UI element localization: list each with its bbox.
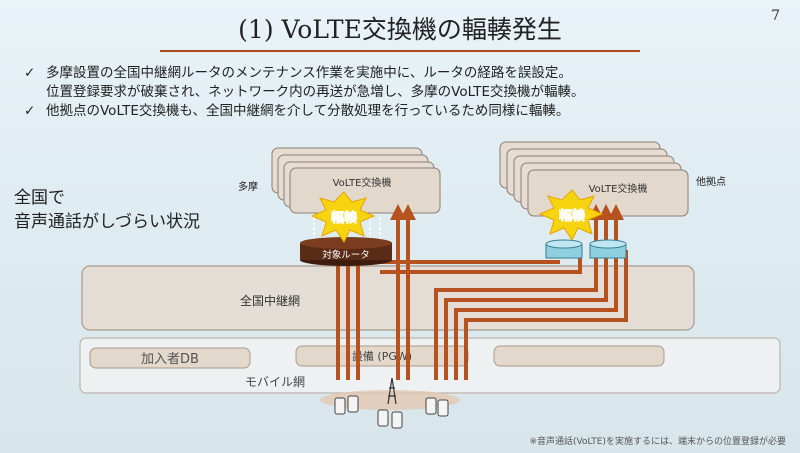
bullet-2-line-1: 他拠点のVoLTE交換機も、全国中継網を介して分散処理を行っているため同様に輻輳… — [46, 103, 570, 119]
slide-title: (1) VoLTE交換機の輻輳発生 — [238, 15, 562, 44]
bullet-list: ✓ 多摩設置の全国中継網ルータのメンテナンス作業を実施中に、ルータの経路を誤設定… — [24, 64, 585, 121]
mobile-device-box — [493, 345, 665, 367]
other-site-label: 他拠点 — [696, 175, 726, 188]
other-volte-label: VoLTE交換機 — [589, 182, 648, 195]
phone-icons — [334, 395, 449, 429]
bullet-item-2: ✓ 他拠点のVoLTE交換機も、全国中継網を介して分散処理を行っているため同様に… — [24, 102, 585, 121]
tama-label: 多摩 — [238, 180, 258, 193]
router-label: 対象ルータ — [322, 249, 370, 261]
burst-icon-other — [538, 189, 604, 241]
subscriber-db-label: 加入者DB — [141, 352, 199, 367]
check-icon: ✓ — [24, 103, 36, 119]
mobile-network-label: モバイル網 — [245, 375, 305, 389]
other-routers — [545, 239, 627, 259]
tama-volte-label: VoLTE交換機 — [333, 176, 392, 189]
burst-icon-tama — [310, 191, 376, 243]
burst-label-tama: 輻輳 — [331, 210, 358, 226]
target-router — [300, 237, 392, 266]
impact-note-line-2: 音声通話がしづらい状況 — [14, 212, 200, 232]
antenna-icon — [387, 377, 397, 405]
bullet-1-line-2: 位置登録要求が破棄され、ネットワーク内の再送が急増し、多摩のVoLTE交換機が輻… — [46, 84, 585, 100]
backbone-label: 全国中継網 — [240, 293, 300, 308]
impact-note-line-1: 全国で — [14, 188, 65, 208]
check-icon: ✓ — [24, 65, 36, 81]
burst-label-other: 輻輳 — [559, 208, 586, 224]
impact-note: 全国で 音声通話がしづらい状況 — [14, 186, 200, 234]
bullet-1-line-1: 多摩設置の全国中継網ルータのメンテナンス作業を実施中に、ルータの経路を誤設定。 — [46, 65, 572, 81]
backbone-box — [81, 265, 695, 331]
title-underline — [160, 50, 640, 52]
other-volte-stack — [499, 141, 689, 217]
pgw-label: 設備 (PGW) — [352, 349, 412, 363]
subscriber-db-box — [89, 347, 251, 369]
page-number: 7 — [771, 8, 780, 24]
footnote: ※音声通話(VoLTE)を実施するには、端末からの位置登録が必要 — [529, 437, 787, 447]
bullet-item-1: ✓ 多摩設置の全国中継網ルータのメンテナンス作業を実施中に、ルータの経路を誤設定… — [24, 64, 585, 102]
